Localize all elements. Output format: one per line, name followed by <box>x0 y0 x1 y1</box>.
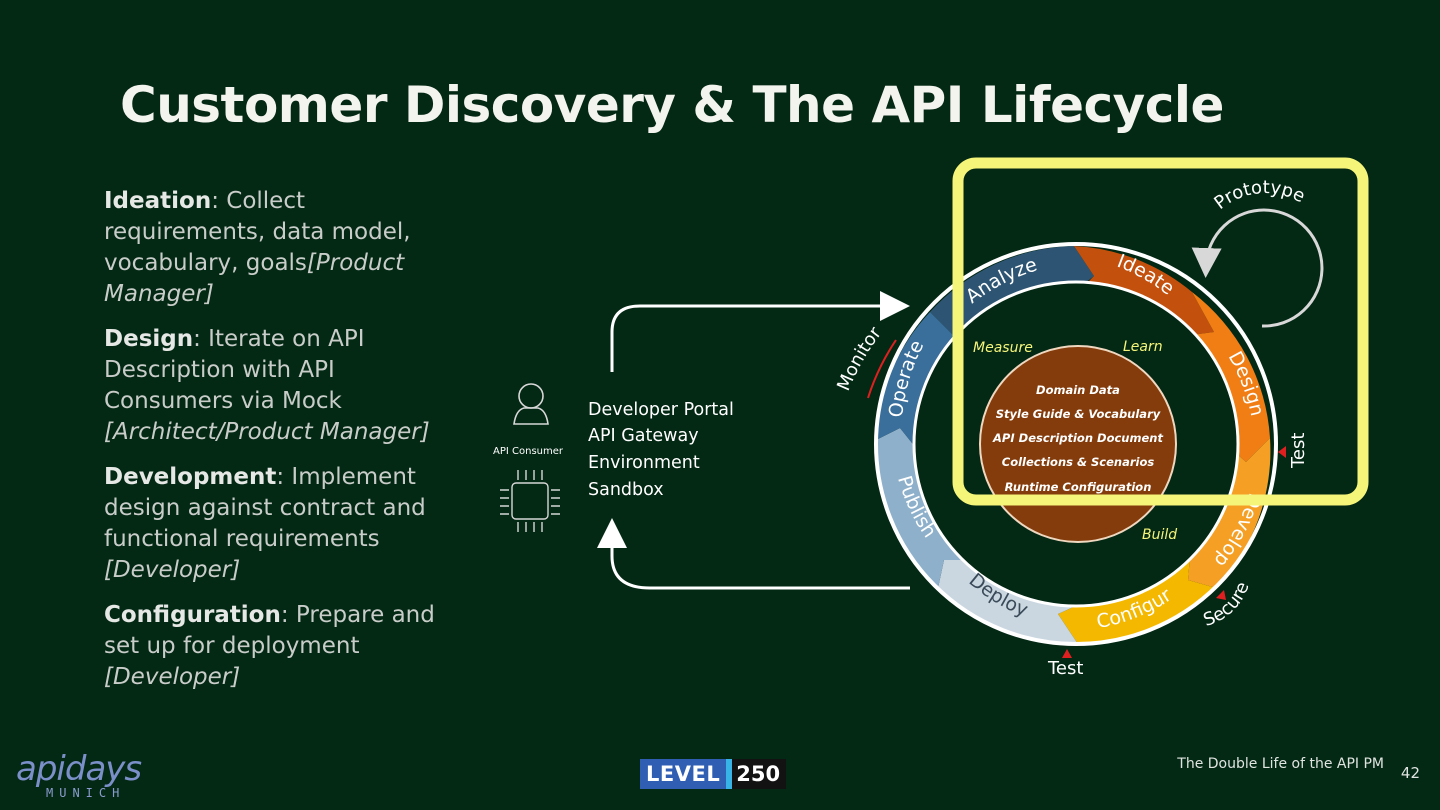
api-consumer-label: API Consumer <box>493 446 564 457</box>
highlight-box <box>952 157 1369 506</box>
chip-icon <box>500 470 560 532</box>
bullet-ideation: Ideation: Collect requirements, data mod… <box>104 186 464 310</box>
portal-line: Sandbox <box>588 480 664 500</box>
flow-arrow-bottom <box>597 518 910 590</box>
person-icon <box>513 383 549 425</box>
bullet-role: [Product Manager] <box>104 250 405 307</box>
level250-logo: LEVEL 250 <box>640 759 787 789</box>
bullet-role: [Developer] <box>104 557 241 583</box>
bullet-list: Ideation: Collect requirements, data mod… <box>104 186 464 707</box>
level-text: LEVEL <box>640 759 727 789</box>
portal-line: API Gateway <box>588 426 699 446</box>
portal-line: Developer Portal <box>588 400 734 420</box>
portal-line: Environment <box>588 453 700 473</box>
bullet-text: : Implement design against contract and … <box>104 464 426 552</box>
core-circle <box>979 345 1177 543</box>
prototype-loop-arrow <box>1191 208 1324 328</box>
level-number: 250 <box>726 759 787 789</box>
test-label-bottom: Test <box>1047 658 1083 679</box>
core-item: API Description Document <box>992 431 1163 445</box>
bullet-text: : Prepare and set up for deployment <box>104 602 435 659</box>
prototype-label: Prototype <box>1210 177 1308 214</box>
monitor-underline <box>867 339 897 399</box>
apidays-logo: apidays MUNICH <box>16 749 142 800</box>
bullet-term: Configuration <box>104 602 281 628</box>
slide-title: Customer Discovery & The API Lifecycle <box>120 76 1224 134</box>
ring-segment-analyze <box>930 246 1094 340</box>
inner-label-measure: Measure <box>973 340 1033 356</box>
test-label-right: Test <box>1288 433 1309 469</box>
test-marker-bottom <box>1062 649 1072 658</box>
core-item: Domain Data <box>1036 383 1120 397</box>
ring-segment-operate <box>876 312 958 448</box>
bullet-text: : Collect requirements, data model, voca… <box>104 188 411 276</box>
bullet-configuration: Configuration: Prepare and set up for de… <box>104 600 464 693</box>
bullet-term: Design <box>104 326 194 352</box>
apidays-city: MUNICH <box>46 786 126 800</box>
core-item: Runtime Configuration <box>1005 480 1152 494</box>
ring-segment-configure <box>1058 556 1216 644</box>
bullet-development: Development: Implement design against co… <box>104 462 464 586</box>
ring-segment-develop <box>1188 438 1271 588</box>
ring-segment-publish <box>875 428 966 588</box>
page-number: 42 <box>1400 764 1420 782</box>
ring-segment-design <box>1184 292 1270 462</box>
inner-label-learn: Learn <box>1123 339 1163 355</box>
ring-segment-deploy <box>938 560 1080 645</box>
bullet-term: Ideation <box>104 188 212 214</box>
test-marker-right <box>1278 446 1286 458</box>
monitor-label: Monitor <box>833 323 886 394</box>
core-item: Collections & Scenarios <box>1002 455 1155 469</box>
apidays-wordmark: apidays <box>16 749 142 789</box>
bullet-role: [Developer] <box>104 664 241 690</box>
bullet-role: [Architect/Product Manager] <box>104 419 430 445</box>
footer-title: The Double Life of the API PM <box>1177 756 1384 772</box>
bullet-term: Development <box>104 464 277 490</box>
secure-marker <box>1216 590 1226 600</box>
bullet-text: : Iterate on API Description with API Co… <box>104 326 365 414</box>
ring-segment-ideate <box>1074 246 1214 336</box>
core-item: Style Guide & Vocabulary <box>996 407 1161 421</box>
bullet-design: Design: Iterate on API Description with … <box>104 324 464 448</box>
inner-label-build: Build <box>1142 527 1177 543</box>
flow-arrow-top <box>610 291 910 372</box>
